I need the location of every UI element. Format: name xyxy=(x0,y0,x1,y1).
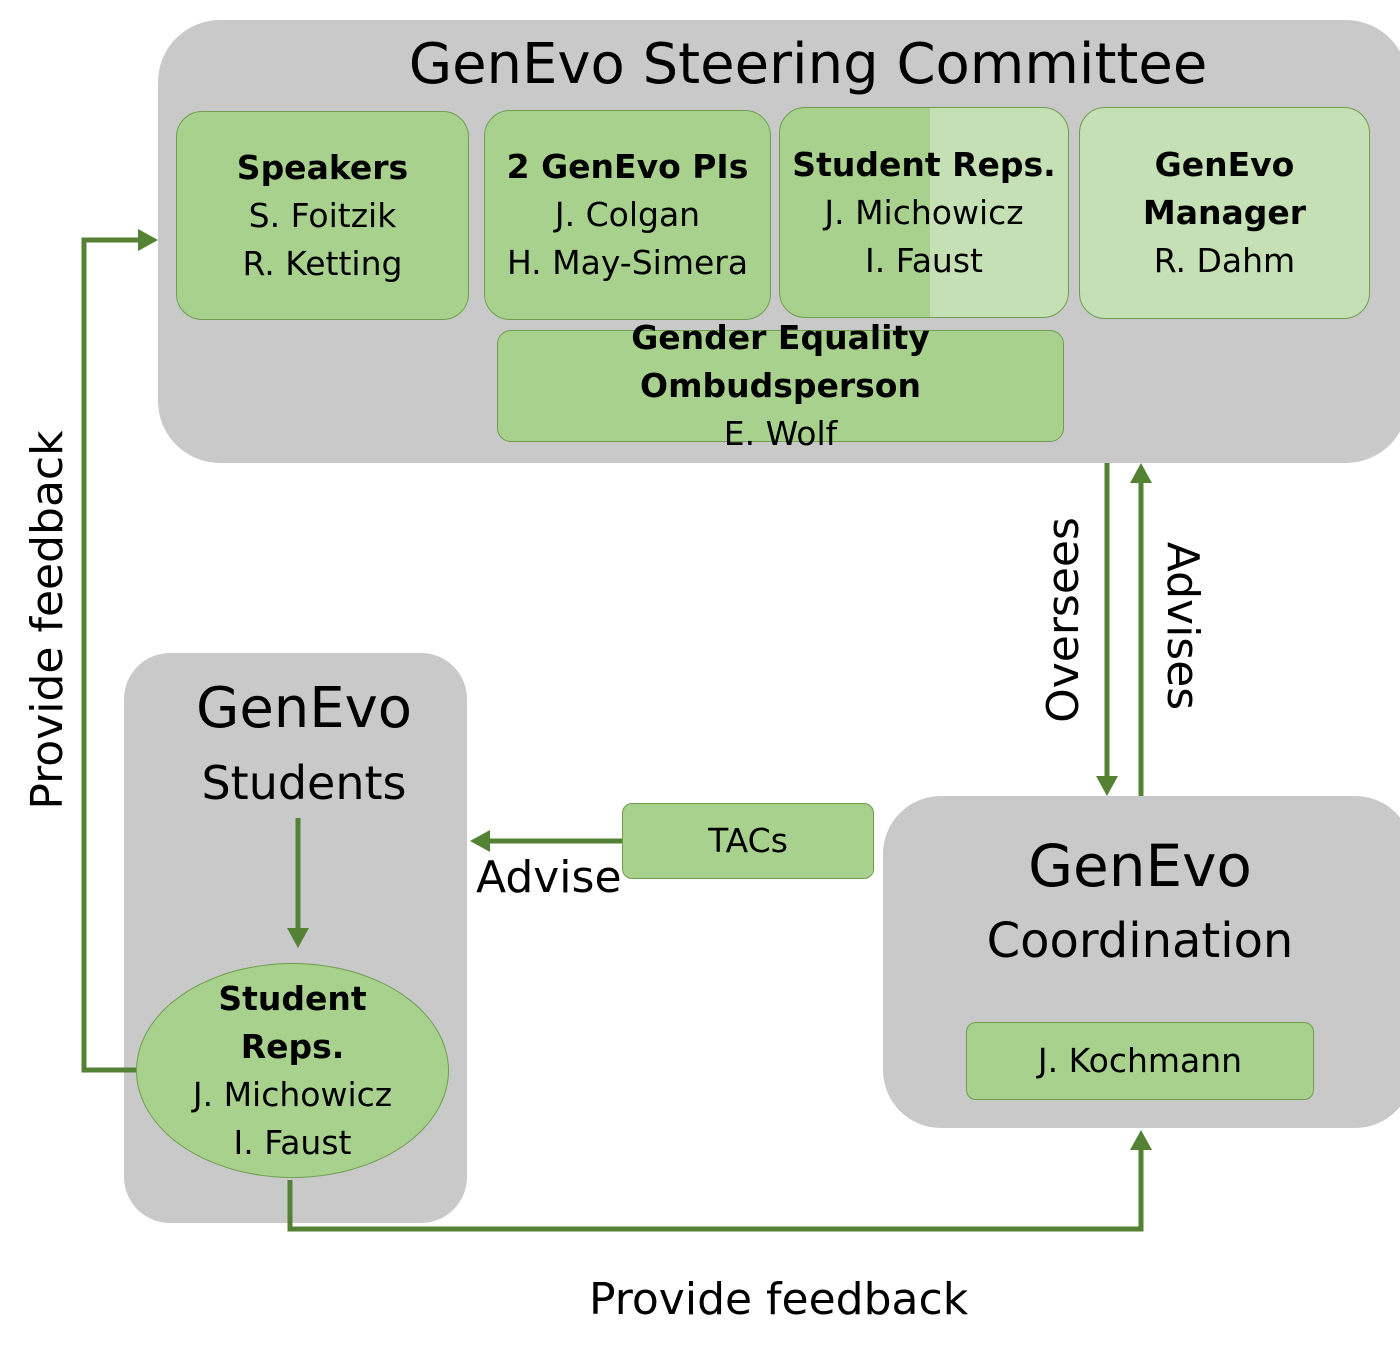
feedback-to-steering-line xyxy=(81,237,142,1073)
coordination-title-line2: Coordination xyxy=(986,913,1294,969)
manager-heading-line1: GenEvo xyxy=(1154,145,1295,184)
students-title-line1: GenEvo xyxy=(195,676,413,741)
students-title-line2: Students xyxy=(201,756,407,810)
oversees-label: Oversees xyxy=(1038,517,1089,723)
steering-committee-title: GenEvo Steering Committee xyxy=(408,32,1208,97)
gender-equality-name: E. Wolf xyxy=(723,414,838,453)
arrowhead-reps xyxy=(287,928,309,948)
student-reps-steering-box: Student Reps. J. Michowicz I. Faust xyxy=(779,107,1069,318)
student-reps-heading: Student Reps. xyxy=(792,144,1056,184)
pi-name: H. May-Simera xyxy=(506,243,749,282)
manager-name: R. Dahm xyxy=(1153,241,1296,280)
advises-label: Advises xyxy=(1157,541,1208,711)
speakers-box: Speakers S. Foitzik R. Ketting xyxy=(176,111,469,320)
advise-label: Advise xyxy=(476,852,622,903)
pis-box: 2 GenEvo PIs J. Colgan H. May-Simera xyxy=(484,110,771,320)
tacs-box: TACs xyxy=(622,803,874,879)
arrowhead-steering xyxy=(138,229,158,251)
pis-heading: 2 GenEvo PIs xyxy=(506,147,749,186)
arrowhead-advise xyxy=(470,830,490,852)
provide-feedback-left-label: Provide feedback xyxy=(22,430,73,810)
student-rep-name: J. Michowicz xyxy=(192,1074,393,1114)
arrowhead-advises xyxy=(1130,463,1152,483)
provide-feedback-bottom-label: Provide feedback xyxy=(589,1274,969,1325)
speakers-heading: Speakers xyxy=(236,147,409,187)
pi-name: J. Colgan xyxy=(554,195,701,234)
speaker-name: R. Ketting xyxy=(242,243,403,283)
tacs-label: TACs xyxy=(708,821,788,860)
student-rep-name: I. Faust xyxy=(865,240,983,280)
student-reps-heading-line1: Student xyxy=(218,978,367,1018)
coordination-title-line1: GenEvo xyxy=(1028,832,1252,900)
student-rep-name: J. Michowicz xyxy=(824,192,1024,232)
gender-equality-heading: Gender Equality Ombudsperson xyxy=(631,318,930,405)
feedback-to-coordination-line xyxy=(287,1148,1144,1232)
manager-heading-line2: Manager xyxy=(1142,193,1307,232)
student-rep-name: I. Faust xyxy=(233,1122,352,1162)
arrowhead-oversees xyxy=(1096,776,1118,796)
student-reps-ellipse: Student Reps. J. Michowicz I. Faust xyxy=(136,963,449,1178)
speaker-name: S. Foitzik xyxy=(248,195,397,235)
gender-equality-box: Gender Equality Ombudsperson E. Wolf xyxy=(497,318,1064,453)
coordinator-name: J. Kochmann xyxy=(1037,1041,1243,1080)
coordinator-box: J. Kochmann xyxy=(966,1022,1314,1100)
student-reps-heading-line2: Reps. xyxy=(240,1026,345,1066)
arrowhead-coordination xyxy=(1130,1130,1152,1150)
manager-box: GenEvo Manager R. Dahm xyxy=(1079,107,1370,319)
